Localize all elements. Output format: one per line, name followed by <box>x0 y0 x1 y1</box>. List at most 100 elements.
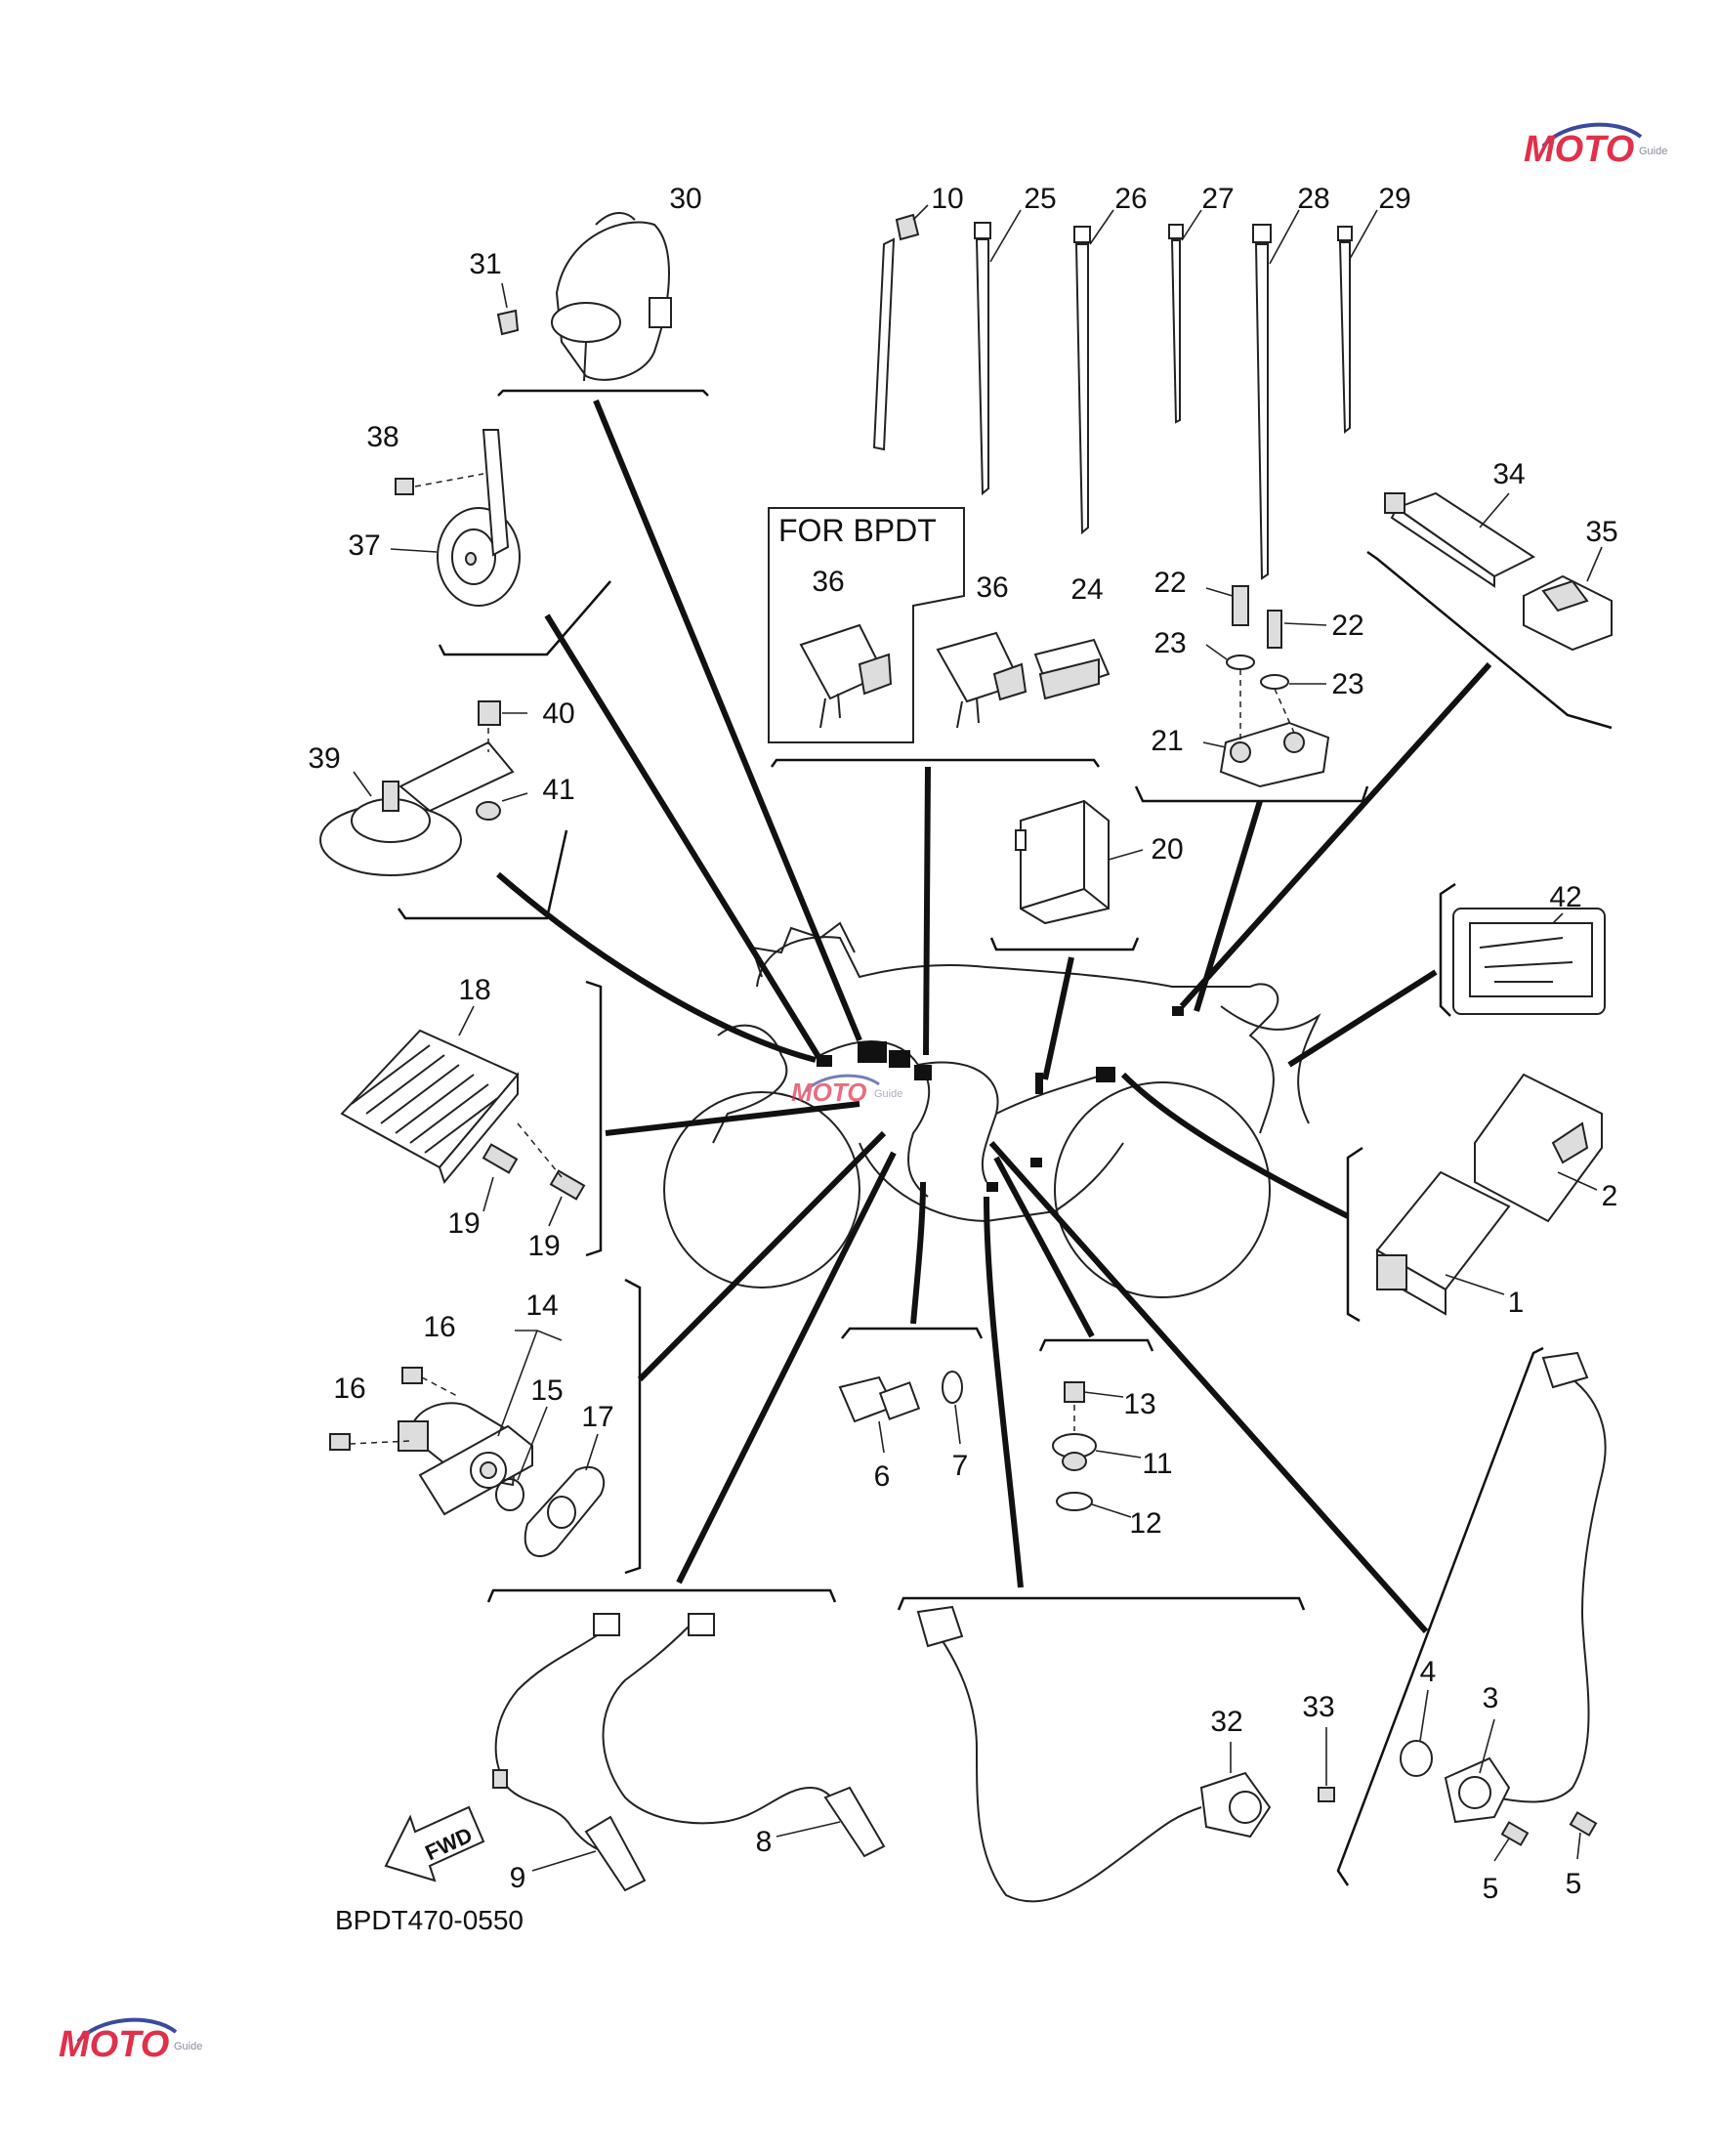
part-23-washers <box>1205 644 1326 742</box>
part-15-o-ring <box>495 1406 548 1511</box>
part-16-screw-upper <box>401 1367 460 1398</box>
watermark-text: MOTO <box>1524 129 1634 170</box>
callout-c41: 41 <box>542 774 574 806</box>
part-36-relay <box>936 631 1027 729</box>
callout-c40: 40 <box>542 698 574 730</box>
harness-connector-a <box>858 1041 887 1063</box>
callout-c16b: 16 <box>333 1373 365 1405</box>
part-16-screw-lower <box>329 1433 411 1451</box>
vehicle-frame-outline <box>663 921 1321 1298</box>
callout-c21: 21 <box>1151 725 1183 757</box>
part-2-ecu-cover <box>1474 1073 1603 1223</box>
watermark-sub: Guide <box>874 1088 902 1100</box>
callout-c19b: 19 <box>527 1230 560 1262</box>
callout-c23b: 23 <box>1331 668 1363 700</box>
callout-c34: 34 <box>1492 458 1525 490</box>
callout-c26: 26 <box>1114 183 1147 215</box>
watermark-logo-center: MOTO Guide <box>791 1074 902 1107</box>
callout-c30: 30 <box>669 183 701 215</box>
part-19-bolt-left <box>482 1143 519 1212</box>
part-5-bolt-right <box>1569 1811 1598 1860</box>
callout-c18: 18 <box>458 974 490 1006</box>
callout-c24: 24 <box>1070 573 1103 606</box>
part-8-o2-sensor <box>602 1613 886 1858</box>
part-32-sensor-wire <box>916 1605 1272 1903</box>
callout-c32: 32 <box>1210 1706 1242 1738</box>
watermark-sub: Guide <box>1639 146 1667 157</box>
callout-c22b: 22 <box>1331 610 1363 642</box>
callout-c19a: 19 <box>447 1207 480 1240</box>
for-bpdt-outline <box>768 507 965 743</box>
part-1-ecu <box>1375 1170 1511 1316</box>
part-29-cable-tie <box>1337 209 1378 435</box>
callout-c37: 37 <box>348 529 380 562</box>
harness-connector-g <box>986 1182 998 1192</box>
part-26-cable-tie <box>1073 209 1114 535</box>
frame-rear <box>1220 1005 1321 1124</box>
part-41-nut <box>476 792 528 821</box>
part-5-bolt-left <box>1493 1821 1530 1862</box>
frame-upper <box>756 936 1279 1134</box>
harness-connector-c <box>914 1065 932 1080</box>
callout-c8: 8 <box>756 1826 773 1858</box>
part-36-relay-bpdt <box>799 623 893 729</box>
watermark-text: MOTO <box>791 1078 867 1107</box>
callout-c36a: 36 <box>812 566 844 598</box>
callout-c14: 14 <box>525 1289 558 1322</box>
part-6-sensor <box>838 1375 921 1454</box>
part-24-relay <box>1033 638 1111 700</box>
part-33-screw <box>1318 1727 1335 1802</box>
part-27-cable-tie <box>1168 209 1202 424</box>
callout-c42: 42 <box>1549 881 1581 913</box>
part-14-idle-speed-control-unit <box>398 1330 563 1516</box>
part-28-cable-tie <box>1252 209 1300 580</box>
callout-c38: 38 <box>366 421 398 453</box>
part-30-headlight-housing <box>551 212 672 382</box>
fwd-arrow-icon: FWD <box>384 1805 485 1882</box>
callout-c36b: 36 <box>976 571 1008 604</box>
part-34-ecu-module <box>1384 491 1536 588</box>
callout-c9: 9 <box>510 1862 526 1894</box>
front-wheel-outline <box>663 1091 860 1289</box>
callout-c20: 20 <box>1151 833 1183 866</box>
harness-connector-d <box>1096 1067 1115 1082</box>
watermark-sub: Guide <box>174 2041 202 2052</box>
part-9-o2-sensor <box>492 1613 647 1892</box>
harness-connector-b <box>889 1050 910 1068</box>
callout-c22a: 22 <box>1153 567 1186 599</box>
part-40-bolt <box>478 700 527 752</box>
part-7-o-ring <box>942 1371 963 1445</box>
watermark-logo-bottom-left: MOTO Guide <box>59 2017 202 2065</box>
part-22-screws <box>1205 585 1327 649</box>
harness-connector-e <box>1172 1006 1184 1016</box>
callout-c16a: 16 <box>423 1311 455 1343</box>
watermark-logo-top-right: MOTO Guide <box>1524 122 1667 170</box>
callout-c1: 1 <box>1508 1287 1525 1319</box>
callout-c3: 3 <box>1483 1682 1499 1714</box>
part-35-connector-cap <box>1523 546 1613 652</box>
callout-c35: 35 <box>1585 516 1617 548</box>
frame-front <box>712 1024 788 1144</box>
part-19-bolt-right <box>517 1122 586 1227</box>
part-39-horn <box>319 740 515 876</box>
callout-c15: 15 <box>530 1374 563 1407</box>
main-harness <box>817 1006 1184 1198</box>
callout-c13: 13 <box>1123 1388 1155 1420</box>
callout-c11: 11 <box>1142 1448 1172 1480</box>
part-12-o-ring <box>1056 1492 1132 1518</box>
part-21-lean-angle-sensor <box>1202 721 1330 788</box>
part-3-sensor-wire <box>1444 1351 1607 1824</box>
callout-c17: 17 <box>581 1401 613 1433</box>
part-13-bolt <box>1064 1381 1124 1431</box>
for-bpdt-box: FOR BPDT <box>768 507 965 743</box>
part-11-sensor <box>1052 1433 1142 1471</box>
part-20-control-unit <box>1015 799 1144 925</box>
harness-wires <box>819 1040 1105 1198</box>
part-25-cable-tie <box>974 209 1022 496</box>
group-brackets <box>397 389 1613 1886</box>
callout-c4: 4 <box>1420 1656 1437 1688</box>
callout-c12: 12 <box>1129 1507 1161 1540</box>
